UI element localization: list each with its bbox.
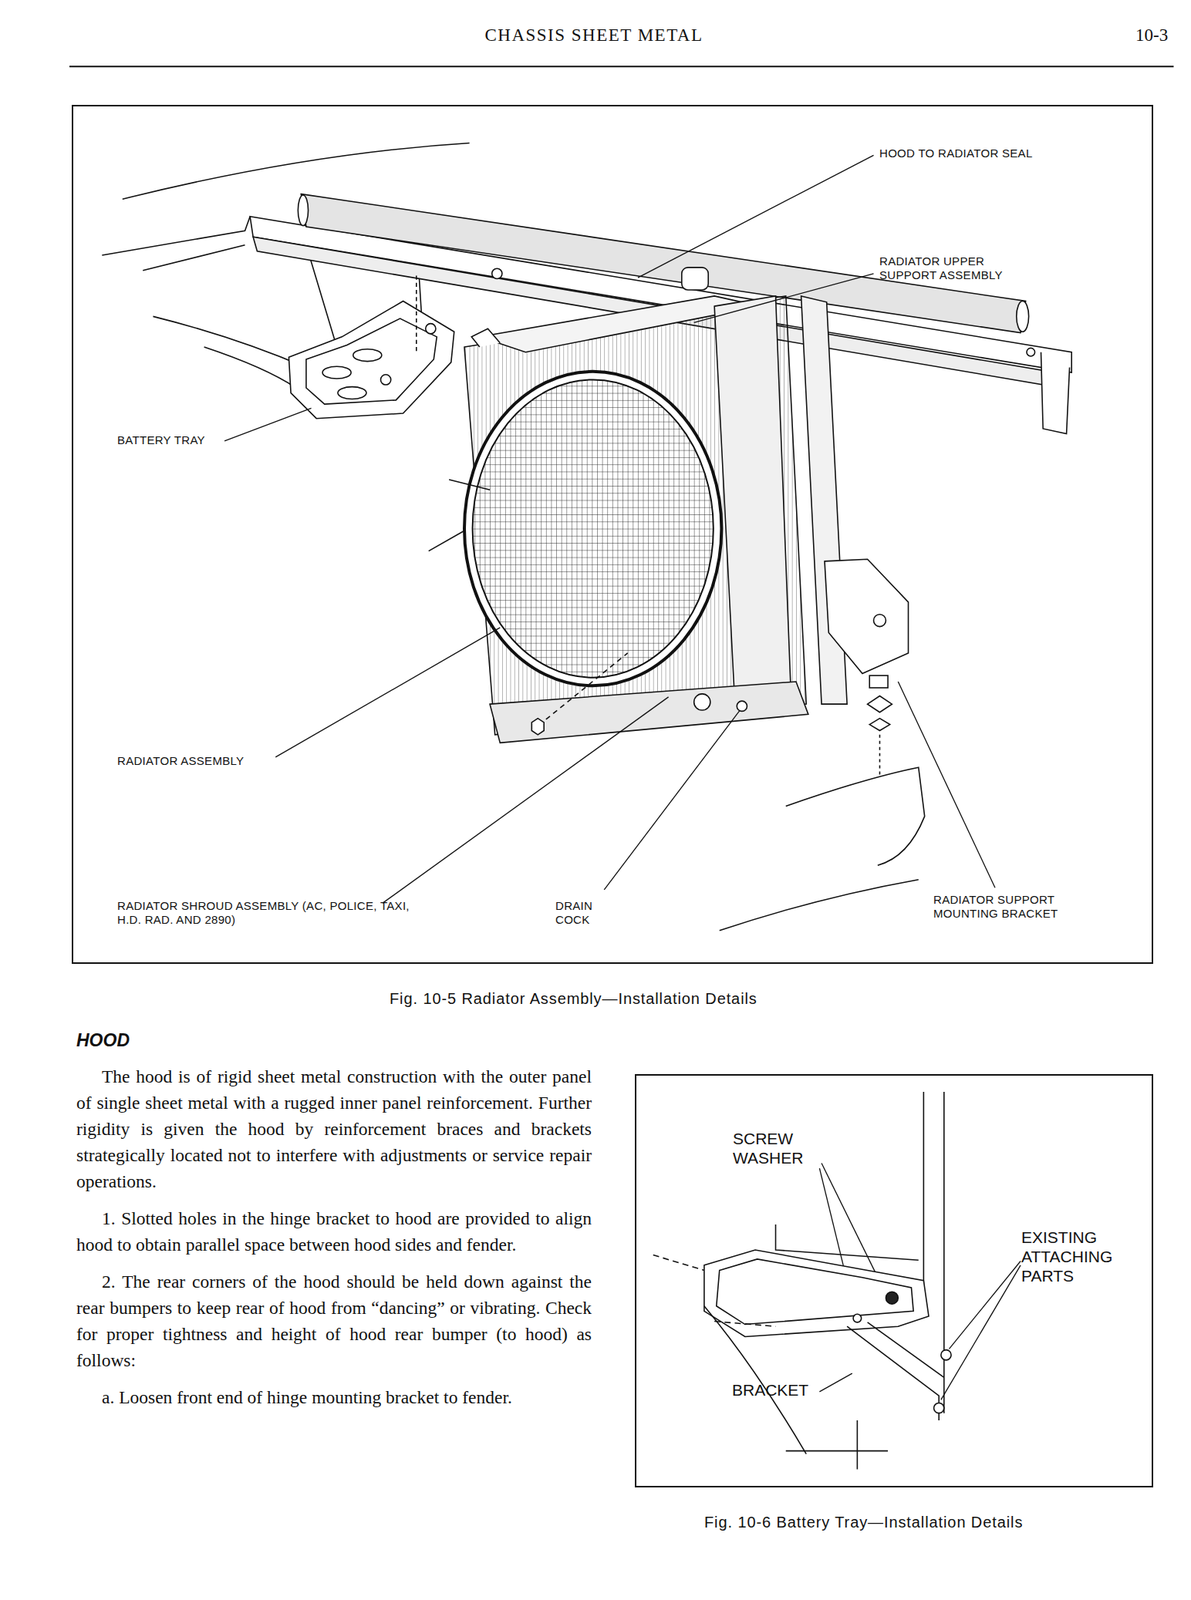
hood-seal-end [1016,301,1030,333]
shroud-ring [464,371,722,686]
figure-frame: HOOD TO RADIATOR SEAL RADIATOR UPPER SUPP… [71,104,1154,965]
screw [885,1292,898,1305]
attaching-part [934,1403,945,1414]
tray-slot [322,366,351,379]
callout-label: RADIATOR UPPER SUPPORT ASSEMBLY [879,254,1042,282]
callout-label: SCREW WASHER [732,1129,820,1168]
fender-line [704,1306,807,1455]
bolt-axis [415,275,418,352]
screw [380,374,391,385]
radiator-core [464,296,807,736]
bolt [1026,347,1036,357]
tray-slot [353,349,382,362]
figure-frame: SCREW WASHER EXISTING ATTACHING PARTS BRAC… [634,1074,1154,1488]
bolt-axis [546,653,628,720]
battery-tray-rim [306,318,437,405]
page-header: CHASSIS SHEET METAL [416,25,772,46]
fender-line [122,142,470,200]
bolt [873,614,887,628]
fender-line [714,1322,776,1328]
tray-lip [776,1224,919,1261]
figure-caption: Fig. 10-5 Radiator Assembly—Installation… [389,990,758,1009]
bracket [846,1322,945,1421]
section-heading: HOOD [76,1030,592,1052]
fender-line [204,347,297,389]
body-paragraph: 1. Slotted holes in the hinge bracket to… [76,1205,592,1259]
attaching-part [941,1350,952,1361]
callout-label: EXISTING ATTACHING PARTS [1021,1228,1149,1287]
washer [869,718,890,732]
frame-line [428,479,490,552]
leader-line [224,408,311,441]
header-rule [69,65,1175,68]
filler-cap [681,267,709,291]
callout-label: DRAIN COCK [555,899,618,927]
leader-line [819,1373,852,1393]
leader-line [941,1265,1021,1401]
battery-tray [288,301,454,419]
leader-line [694,273,874,324]
frame-rail [719,880,919,932]
leader-line [603,710,740,891]
radiator-illustration [101,142,1072,931]
washer [853,1314,862,1323]
leader-line [637,155,874,278]
support-bracket [824,559,908,674]
fender-line [152,316,306,368]
leader-line [948,1261,1021,1350]
callout-label: BRACKET [732,1380,841,1401]
callout-label: BATTERY TRAY [117,433,272,448]
hose-neck [471,328,500,348]
body-paragraph: 2. The rear corners of the hood should b… [76,1268,592,1374]
fender-line [653,1255,705,1272]
drain-cock [694,694,711,711]
support-end [1041,352,1070,435]
body-paragraph: a. Loosen front end of hinge mounting br… [76,1384,592,1411]
frame-rail [786,767,925,866]
radiator-side-tank [714,296,791,703]
callout-label: RADIATOR ASSEMBLY [117,754,311,769]
drain-cock [736,701,747,712]
radiator-bottom-tank [489,681,809,743]
fender-line [786,1420,888,1471]
bolt [492,268,503,279]
fender-line [142,245,245,271]
washer [867,696,893,713]
bolt-axis [879,735,881,777]
leader-line [382,697,669,904]
battery-tray [704,1250,929,1337]
hood-seal-end [297,195,308,227]
bolt [531,718,544,736]
body-paragraph: The hood is of rigid sheet metal constru… [76,1063,592,1195]
text-column: HOOD The hood is of rigid sheet metal con… [76,1030,592,1422]
battery-tray-illustration [653,1092,952,1471]
shroud-grid [472,379,714,678]
battery-tray-rim [716,1259,914,1326]
tray-slot [337,387,367,400]
leader-line [275,627,500,758]
callout-label: RADIATOR SHROUD ASSEMBLY (AC, POLICE, TA… [117,899,426,927]
page-number: 10-3 [1135,25,1168,46]
insulator [869,675,888,689]
screw [425,323,436,335]
leader-line [897,681,996,888]
callout-label: HOOD TO RADIATOR SEAL [879,146,1127,161]
figure-caption: Fig. 10-6 Battery Tray—Installation Deta… [704,1514,1023,1532]
callout-label: RADIATOR SUPPORT MOUNTING BRACKET [933,893,1084,921]
